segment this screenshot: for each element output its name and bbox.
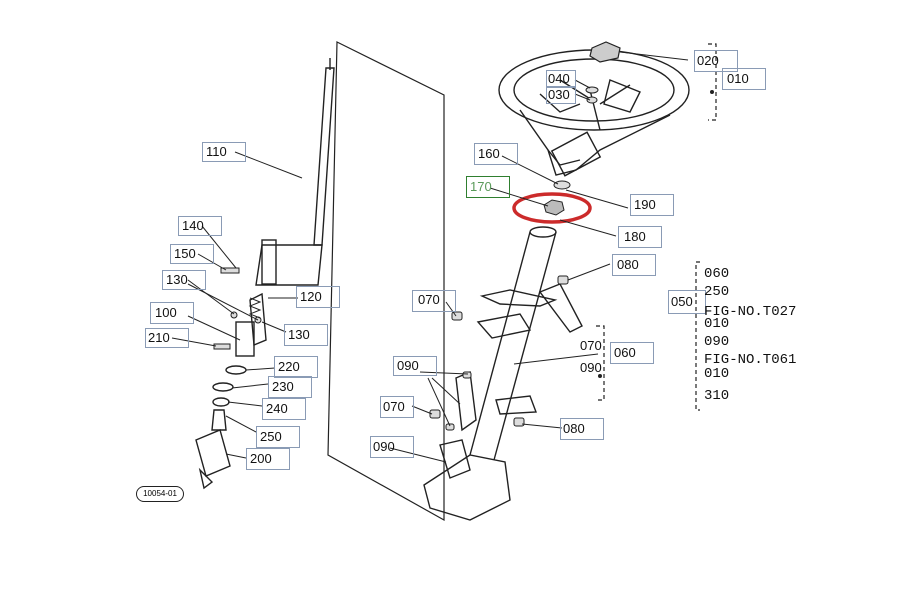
part-label-090-mid[interactable]: 090 xyxy=(397,358,419,373)
part-label-180[interactable]: 180 xyxy=(624,229,646,244)
label-box-180 xyxy=(618,226,662,248)
label-box-160 xyxy=(474,143,518,165)
part-label-070-mid[interactable]: 070 xyxy=(383,399,405,414)
label-box-190 xyxy=(630,194,674,216)
part-label-170[interactable]: 170 xyxy=(470,179,492,194)
part-label-200[interactable]: 200 xyxy=(250,451,272,466)
leader-lines xyxy=(171,51,689,463)
label-box-230 xyxy=(268,376,312,398)
part-label-210[interactable]: 210 xyxy=(148,330,170,345)
label-box-080-top xyxy=(612,254,656,276)
part-label-080-bottom[interactable]: 080 xyxy=(563,421,585,436)
label-box-140 xyxy=(178,216,222,236)
label-box-150 xyxy=(170,244,214,264)
ref-line-1: 060 xyxy=(704,266,730,282)
label-box-040 xyxy=(546,70,576,88)
label-box-100 xyxy=(150,302,194,324)
part-label-100[interactable]: 100 xyxy=(155,305,177,320)
code-070: 070 xyxy=(580,338,602,353)
part-label-240[interactable]: 240 xyxy=(266,401,288,416)
part-label-060[interactable]: 060 xyxy=(614,345,636,360)
ref-line-3[interactable]: FIG-NO.T027 xyxy=(704,304,797,320)
highlight-ring xyxy=(512,192,592,224)
part-label-250[interactable]: 250 xyxy=(260,429,282,444)
part-label-090-bottom[interactable]: 090 xyxy=(373,439,395,454)
label-box-130-bottom xyxy=(284,324,328,346)
part-label-110[interactable]: 110 xyxy=(206,144,227,159)
part-label-160[interactable]: 160 xyxy=(478,146,500,161)
part-label-040[interactable]: 040 xyxy=(548,71,570,86)
label-box-080-bottom xyxy=(560,418,604,440)
part-label-230[interactable]: 230 xyxy=(272,379,294,394)
label-box-030 xyxy=(546,86,576,104)
label-box-070-top xyxy=(412,290,456,312)
part-label-130-bottom[interactable]: 130 xyxy=(288,327,310,342)
part-label-140[interactable]: 140 xyxy=(182,218,204,233)
label-box-090-mid xyxy=(393,356,437,376)
group-outline xyxy=(327,41,445,522)
part-label-080-top[interactable]: 080 xyxy=(617,257,639,272)
label-box-110 xyxy=(202,142,246,162)
cap-part xyxy=(589,41,621,63)
ref-line-7: 010 xyxy=(704,366,730,382)
label-box-020 xyxy=(694,50,738,72)
label-box-220 xyxy=(274,356,318,378)
ref-line-4: 010 xyxy=(704,316,730,332)
steering-wheel xyxy=(498,49,690,177)
label-box-170 xyxy=(466,176,510,198)
ref-line-8: 310 xyxy=(704,388,730,404)
label-box-090-bottom xyxy=(370,436,414,458)
ref-line-5: 090 xyxy=(704,334,730,350)
label-box-120 xyxy=(296,286,340,308)
part-label-150[interactable]: 150 xyxy=(174,246,196,261)
label-box-210 xyxy=(145,328,189,348)
label-box-130-top xyxy=(162,270,206,290)
part-label-050[interactable]: 050 xyxy=(671,294,693,309)
part-label-070-top[interactable]: 070 xyxy=(418,292,440,307)
ref-line-6[interactable]: FIG-NO.T061 xyxy=(704,352,797,368)
part-label-190[interactable]: 190 xyxy=(634,197,656,212)
part-label-020[interactable]: 020 xyxy=(697,53,719,68)
part-label-130-top[interactable]: 130 xyxy=(166,272,188,287)
label-box-250 xyxy=(256,426,300,448)
steering-shaft xyxy=(195,58,335,490)
part-label-120[interactable]: 120 xyxy=(300,289,322,304)
ref-line-2: 250 xyxy=(704,284,730,300)
part-label-030[interactable]: 030 xyxy=(548,87,570,102)
part-label-220[interactable]: 220 xyxy=(278,359,300,374)
code-090: 090 xyxy=(580,360,602,375)
part-170-nut xyxy=(543,199,565,216)
steering-column xyxy=(423,226,583,521)
label-box-060 xyxy=(610,342,654,364)
diagram-stamp: 10054-01 xyxy=(136,486,184,502)
label-box-010 xyxy=(722,68,766,90)
label-box-050 xyxy=(668,290,706,314)
group-brackets xyxy=(596,43,717,411)
label-box-240 xyxy=(262,398,306,420)
label-box-070-mid xyxy=(380,396,414,418)
part-label-010[interactable]: 010 xyxy=(727,71,749,86)
label-box-200 xyxy=(246,448,290,470)
